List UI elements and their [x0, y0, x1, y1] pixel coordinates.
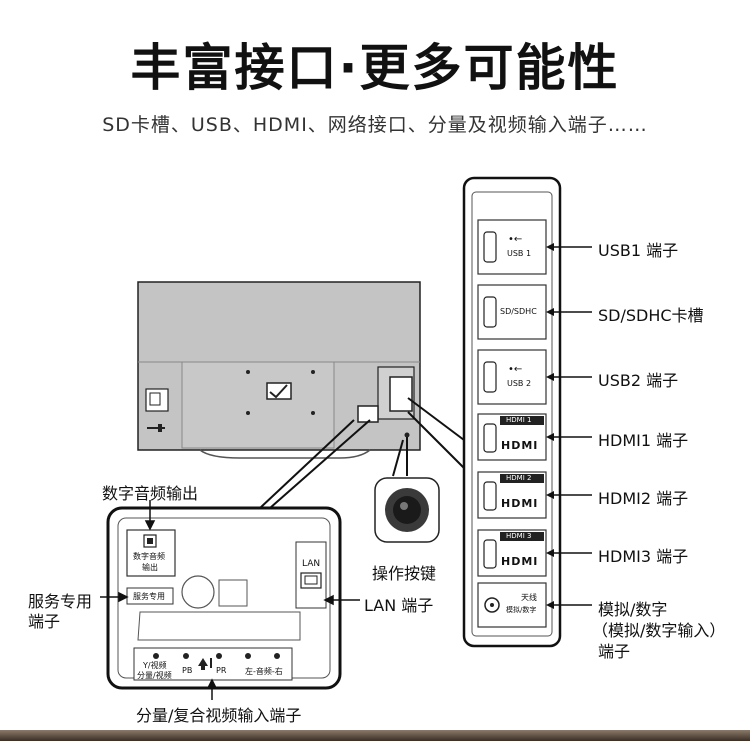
tv-back: [137, 281, 421, 459]
port-5: [477, 471, 547, 519]
digital-audio-label: 数字音频输出: [102, 484, 199, 503]
usb-symbol-icon: •←: [508, 234, 523, 245]
component-audio: 左-音频-右: [245, 667, 283, 676]
port-2-label: SD/SDHC卡槽: [598, 306, 704, 325]
port-3-label: USB2 端子: [598, 371, 679, 390]
component-pr: PR: [216, 666, 227, 675]
antenna-text-1: 天线: [521, 593, 537, 602]
digital-audio-inner-1: 数字音频: [133, 552, 165, 561]
service-label-2: 端子: [28, 612, 61, 631]
lan-inner: LAN: [302, 559, 321, 569]
port-2-text: SD/SDHC: [500, 307, 537, 316]
port-5-text: HDMI 2: [506, 474, 532, 482]
port-6-label: HDMI3 端子: [598, 547, 689, 566]
port-6: [477, 529, 547, 577]
antenna-label-1: 模拟/数字: [598, 600, 668, 619]
port-2: [477, 284, 547, 340]
port-4-text: HDMI 1: [506, 416, 532, 424]
hdmi-logo: HDMI: [501, 497, 539, 510]
digital-audio-inner-2: 输出: [142, 563, 158, 572]
usb-symbol-icon: •←: [508, 364, 523, 375]
component-label: 分量/复合视频输入端子: [136, 706, 302, 725]
hdmi-icon: [483, 481, 497, 511]
port-4: [477, 413, 547, 461]
port-1-text: USB 1: [507, 249, 532, 258]
bottom-callouts: [100, 500, 360, 700]
sd-card-slot: [483, 296, 497, 328]
component-pb: PB: [182, 666, 193, 675]
service-label-1: 服务专用: [28, 592, 93, 611]
hdmi-logo: HDMI: [501, 555, 539, 568]
antenna-text-2: 模拟/数字: [506, 606, 537, 614]
bottom-panel: [106, 506, 342, 690]
port-3-text: USB 2: [507, 379, 532, 388]
port-6-text: HDMI 3: [506, 532, 532, 540]
usb-icon: [483, 361, 497, 393]
hdmi-icon: [483, 423, 497, 453]
control-button: [374, 477, 440, 543]
antenna-label-3: 端子: [598, 642, 631, 661]
usb-icon: [483, 231, 497, 263]
page-title: 丰富接口·更多可能性: [130, 39, 620, 97]
lan-label: LAN 端子: [364, 596, 434, 615]
control-button-label: 操作按键: [372, 564, 437, 583]
antenna-label-2: （模拟/数字输入）: [592, 621, 726, 640]
callout-lines: [259, 397, 465, 509]
hdmi-logo: HDMI: [501, 439, 539, 452]
port-1: [477, 219, 547, 275]
page-subtitle: SD卡槽、USB、HDMI、网络接口、分量及视频输入端子……: [102, 114, 648, 136]
bottom-strip: [0, 730, 750, 741]
port-3: [477, 349, 547, 405]
hdmi-icon: [483, 539, 497, 569]
component-y-1: Y/视频: [143, 661, 167, 670]
component-y-2: 分量/视频: [137, 671, 172, 680]
port-5-label: HDMI2 端子: [598, 489, 689, 508]
service-inner: 服务专用: [133, 592, 165, 601]
port-4-label: HDMI1 端子: [598, 431, 689, 450]
port-1-label: USB1 端子: [598, 241, 679, 260]
